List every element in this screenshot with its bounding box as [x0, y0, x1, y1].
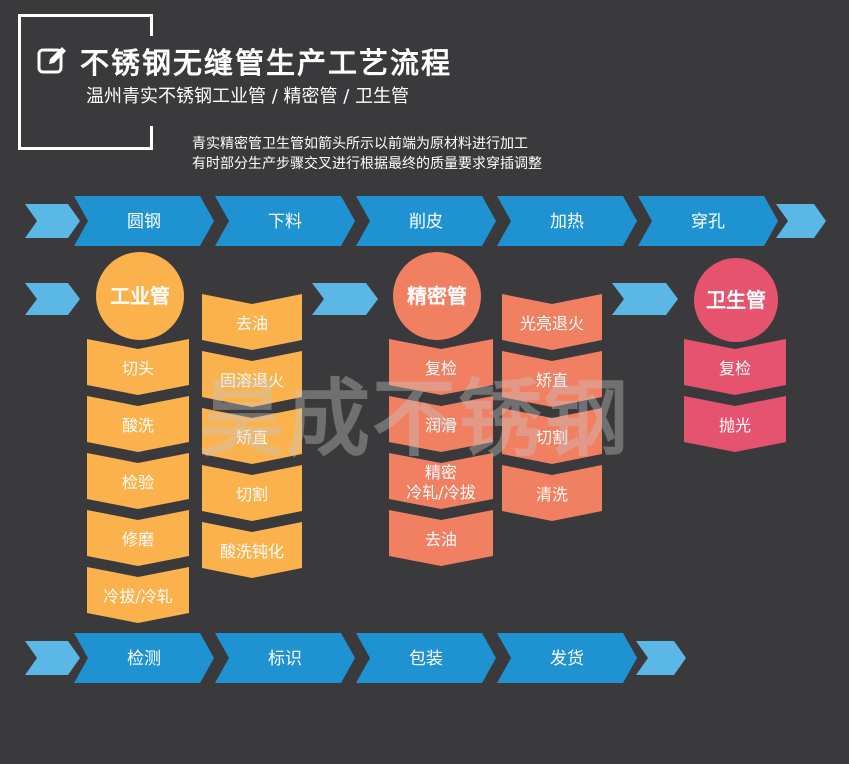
- precision-step-label: 精密冷轧/冷拔: [406, 463, 475, 502]
- industrial-step-label: 去油: [236, 314, 268, 333]
- industrial-step-chevron: [202, 522, 302, 578]
- mid-arrow-to-sanitary: [612, 283, 678, 315]
- industrial-step-chevron: [202, 294, 302, 350]
- precision-step-chevron: [389, 396, 493, 452]
- precision-step-label: 润滑: [425, 416, 457, 435]
- bottom-step-chevron: [497, 633, 637, 683]
- top-step-label: 加热: [550, 212, 584, 232]
- bottom-step-label: 标识: [268, 649, 302, 669]
- precision-step-chevron: [502, 408, 602, 464]
- top-step-chevron: [638, 196, 778, 246]
- industrial-step-label: 酸洗钝化: [220, 542, 284, 561]
- industrial-step-label: 冷拔/冷轧: [103, 587, 172, 606]
- bottom-start-arrow: [25, 641, 80, 675]
- page-subtitle: 温州青实不锈钢工业管 / 精密管 / 卫生管: [86, 86, 410, 107]
- bottom-step-chevron: [356, 633, 496, 683]
- precision-step-chevron: [502, 294, 602, 350]
- industrial-step-label: 修磨: [122, 530, 154, 549]
- precision-step-label: 光亮退火: [520, 314, 584, 333]
- note-line-1: 青实精密管卫生管如箭头所示以前端为原材料进行加工: [192, 136, 528, 152]
- top-step-chevron: [215, 196, 355, 246]
- note-line-2: 有时部分生产步骤交叉进行根据最终的质量要求穿插调整: [192, 156, 542, 172]
- top-start-arrow: [25, 204, 80, 238]
- sanitary-step-chevron: [684, 396, 786, 452]
- precision-step-label: 切割: [536, 428, 568, 447]
- precision-step-chevron: [502, 351, 602, 407]
- edit-icon: [37, 47, 66, 74]
- top-step-label: 圆钢: [127, 212, 161, 232]
- top-end-arrow: [776, 204, 826, 238]
- precision-step-label: 去油: [425, 530, 457, 549]
- industrial-step-chevron: [202, 465, 302, 521]
- industrial-step-label: 检验: [122, 473, 154, 492]
- title-frame-bottom: [18, 147, 150, 150]
- bottom-step-label: 发货: [550, 649, 584, 669]
- bottom-step-label: 检测: [127, 649, 161, 669]
- industrial-step-label: 切割: [236, 485, 268, 504]
- industrial-step-chevron: [87, 567, 189, 623]
- sanitary-step-chevron: [684, 339, 786, 395]
- mid-arrow-to-precision: [312, 283, 378, 315]
- sanitary-step-label: 复检: [719, 359, 751, 378]
- precision-step-chevron: [389, 510, 493, 566]
- bottom-step-chevron: [74, 633, 214, 683]
- precision-step-label: 矫直: [536, 371, 568, 390]
- top-step-label: 下料: [268, 212, 302, 232]
- precision-step-chevron: [389, 339, 493, 395]
- industrial-step-chevron: [87, 339, 189, 395]
- precision-circle-label: 精密管: [407, 284, 467, 308]
- industrial-step-chevron: [202, 351, 302, 407]
- industrial-step-label: 固溶退火: [220, 371, 284, 390]
- sanitary-circle-label: 卫生管: [706, 288, 766, 312]
- bottom-end-arrow: [636, 641, 686, 675]
- industrial-step-label: 切头: [122, 359, 154, 378]
- industrial-step-chevron: [202, 408, 302, 464]
- industrial-step-chevron: [87, 453, 189, 509]
- top-step-chevron: [497, 196, 637, 246]
- precision-step-label: 复检: [425, 359, 457, 378]
- mid-start-arrow: [25, 283, 80, 315]
- bottom-step-chevron: [215, 633, 355, 683]
- industrial-step-chevron: [87, 510, 189, 566]
- title-frame-right-bottom: [150, 126, 153, 150]
- industrial-circle-label: 工业管: [110, 284, 170, 308]
- title-frame-left: [18, 14, 21, 150]
- top-step-label: 穿孔: [691, 212, 725, 232]
- sanitary-circle: [694, 258, 778, 342]
- top-step-chevron: [356, 196, 496, 246]
- top-step-label: 削皮: [409, 212, 443, 232]
- precision-step-chevron: [389, 453, 493, 509]
- page-title: 不锈钢无缝管生产工艺流程: [80, 46, 453, 80]
- precision-circle: [393, 252, 481, 340]
- title-frame-top: [18, 14, 150, 17]
- industrial-step-label: 酸洗: [122, 416, 154, 435]
- industrial-step-chevron: [87, 396, 189, 452]
- industrial-circle: [96, 252, 184, 340]
- precision-step-chevron: [502, 465, 602, 521]
- sanitary-step-label: 抛光: [719, 416, 751, 435]
- top-step-chevron: [74, 196, 214, 246]
- title-frame-right-top: [150, 14, 153, 36]
- precision-step-label: 清洗: [536, 485, 568, 504]
- bottom-step-label: 包装: [409, 649, 443, 669]
- industrial-step-label: 矫直: [236, 428, 268, 447]
